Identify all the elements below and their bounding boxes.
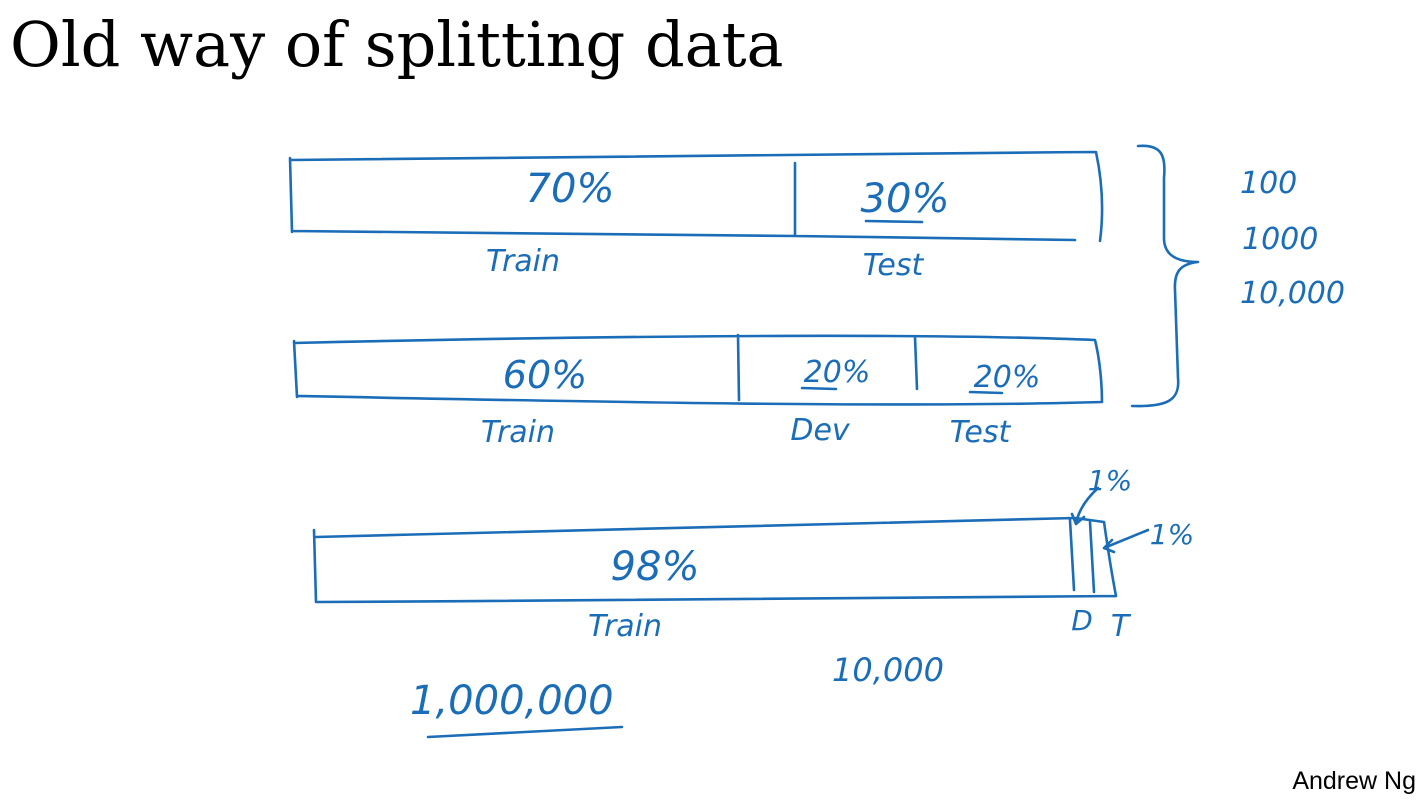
slide-title: Old way of splitting data [10,8,784,81]
test-percent: 1% [1150,518,1194,551]
train-label: Train [588,609,662,644]
author-credit: Andrew Ng [1292,767,1416,795]
big-total-underline [426,725,624,739]
size-item: 100 [1240,166,1297,201]
big-dataset-total: 1,000,000 [410,678,614,724]
dev-label: D [1071,604,1093,637]
test-arrow [1102,528,1150,554]
dev-percent: 20% [804,355,871,390]
dev-test-count: 10,000 [832,651,944,689]
split-bar-60-20-20: 60% 20% 20% Train Dev Test [292,333,1104,450]
test-percent: 30% [861,176,950,222]
test-percent-underline [864,219,924,224]
dev-arrow [1070,486,1100,526]
test-label: Test [950,415,1012,450]
bar-outline [292,333,1104,406]
size-item: 1000 [1242,222,1318,257]
split-bar-98-1-1: 98% 1% 1% Train D T [312,464,1194,644]
test-label: Test [863,248,925,283]
split-bar-70-30: 70% 30% Train Test [288,150,1104,283]
train-percent: 60% [503,353,587,397]
dev-label: Dev [790,413,851,448]
size-item: 10,000 [1240,276,1345,311]
dataset-sizes: 100 1000 10,000 [1240,166,1345,311]
test-percent-underline [968,390,1004,395]
test-label: T [1111,609,1132,644]
curly-brace [1130,144,1200,408]
bar-outline [288,150,1104,243]
train-label: Train [486,244,560,279]
dev-percent-underline [800,386,838,391]
bar-outline [312,516,1118,604]
test-percent: 20% [974,360,1041,395]
train-label: Train [481,415,555,450]
train-percent: 70% [526,166,615,212]
train-percent: 98% [611,544,700,590]
